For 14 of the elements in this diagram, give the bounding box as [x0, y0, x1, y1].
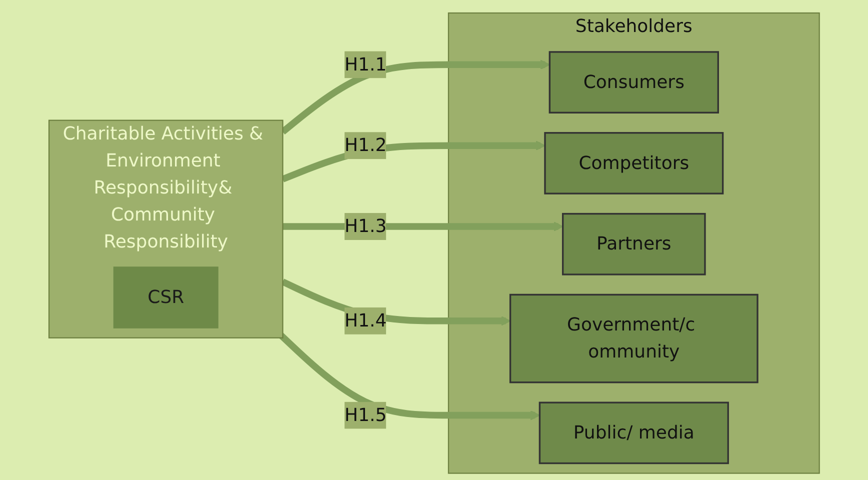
cluster — [448, 12, 820, 474]
node-box — [544, 132, 724, 194]
edge-label: H1.5 — [344, 404, 387, 426]
flowchart-diagram: Stakeholders H1.1 H1.2 H1.3 H1.4 H1.5 Charitable Activities & Environment Responsibility& Community Responsibility CSR Consumers Competitors Partners Government/c ommunity Public/ media — [40, 4, 828, 476]
node-box — [538, 402, 729, 464]
edge-label: H1.4 — [344, 310, 387, 332]
node-box — [562, 212, 706, 276]
node-box — [113, 266, 218, 328]
node-box — [509, 294, 758, 384]
edge-label: H1.3 — [344, 215, 387, 237]
cluster — [48, 120, 284, 338]
edge-label: H1.1 — [344, 53, 387, 75]
edge-label: H1.2 — [344, 134, 387, 156]
node-box — [548, 51, 719, 114]
